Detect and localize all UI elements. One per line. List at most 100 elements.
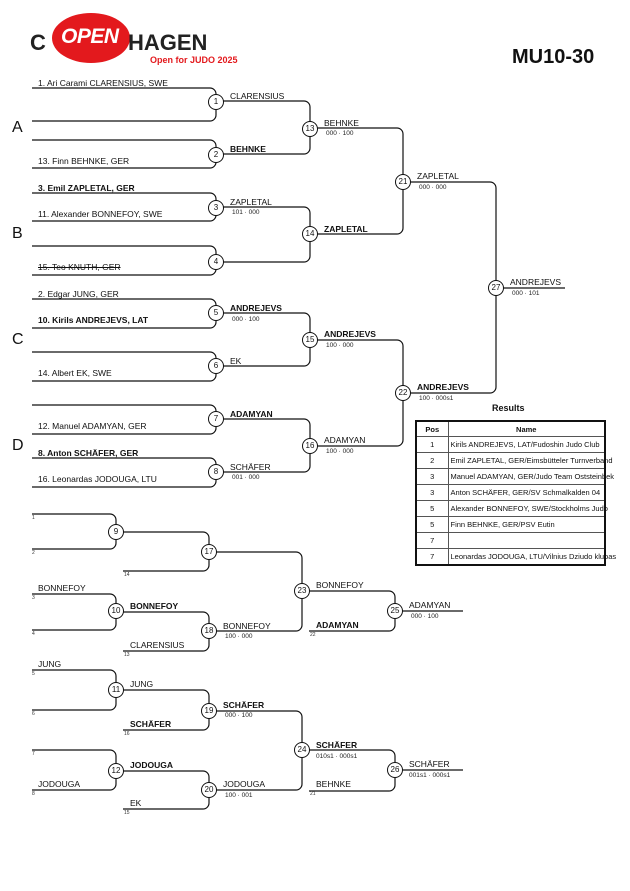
match-node: 6 xyxy=(208,358,224,374)
r10-in1: BONNEFOY xyxy=(38,583,86,593)
match-node: 9 xyxy=(108,524,124,540)
m16-score: 100 · 000 xyxy=(326,448,354,455)
r26-winner: SCHÄFER xyxy=(409,759,450,769)
match-node: 12 xyxy=(108,763,124,779)
r24-in2: BEHNKE xyxy=(316,779,351,789)
r11-winner: JUNG xyxy=(130,679,154,689)
match-node: 1 xyxy=(208,94,224,110)
results-name xyxy=(447,532,606,549)
r18-winner: BONNEFOY xyxy=(223,621,271,631)
r20-winner: JODOUGA xyxy=(223,779,266,789)
rep-slot-label: 16 xyxy=(124,731,130,737)
match-node: 17 xyxy=(201,544,217,560)
m8-score: 001 · 000 xyxy=(232,474,260,481)
rep-slot-label: 21 xyxy=(310,791,316,797)
m21-score: 000 · 000 xyxy=(419,184,447,191)
pool-label-a: A xyxy=(12,119,23,136)
m27-score: 000 · 101 xyxy=(512,290,540,297)
results-pos: 1 xyxy=(415,436,449,453)
r25-score: 000 · 100 xyxy=(411,613,439,620)
entry-behnke: 13. Finn BEHNKE, GER xyxy=(38,156,130,166)
m15-score: 100 · 000 xyxy=(326,342,354,349)
m5-winner: ANDREJEVS xyxy=(230,303,282,313)
m2-winner: BEHNKE xyxy=(230,144,266,154)
category-title: MU10-30 xyxy=(512,46,595,68)
results-pos: 3 xyxy=(415,468,449,485)
entry-zapletal: 3. Emil ZAPLETAL, GER xyxy=(38,183,135,193)
table-row: 7 xyxy=(415,532,606,549)
m7-winner: ADAMYAN xyxy=(230,409,273,419)
results-name: Manuel ADAMYAN, GER/Judo Team Oststeinbe… xyxy=(447,468,614,485)
logo-red-circle xyxy=(52,13,130,63)
entry-jodouga: 16. Leonardas JODOUGA, LTU xyxy=(38,474,157,484)
match-node: 2 xyxy=(208,147,224,163)
results-pos: 2 xyxy=(415,452,449,469)
match-node: 20 xyxy=(201,782,217,798)
results-name: Anton SCHÄFER, GER/SV Schmalkalden 04 xyxy=(447,484,606,501)
logo-subtitle: Open for JUDO 2025 xyxy=(150,55,238,65)
r23-in1: BONNEFOY xyxy=(316,580,364,590)
match-node: 4 xyxy=(208,254,224,270)
rep-slot-label: 15 xyxy=(124,810,130,816)
r23-winner: ADAMYAN xyxy=(316,620,359,630)
results-header-pos: Pos xyxy=(415,420,449,437)
m21-winner: ZAPLETAL xyxy=(417,171,459,181)
rep-slot-label: 7 xyxy=(32,751,35,757)
r18-in2: CLARENSIUS xyxy=(130,640,185,650)
entry-clarensius: 1. Ari Carami CLARENSIUS, SWE xyxy=(38,78,168,88)
results-title: Results xyxy=(492,403,525,413)
r10-winner: BONNEFOY xyxy=(130,601,179,611)
r19-in2: SCHÄFER xyxy=(130,719,172,729)
r24-winner: SCHÄFER xyxy=(316,740,358,750)
logo-letter-c: C xyxy=(30,30,46,55)
m16-winner: ADAMYAN xyxy=(324,435,366,445)
match-node: 27 xyxy=(488,280,504,296)
r26-score: 001s1 · 000s1 xyxy=(409,772,451,779)
logo-open-text: OPEN xyxy=(61,25,119,48)
rep-slot-label: 8 xyxy=(32,791,35,797)
r24-score: 010s1 · 000s1 xyxy=(316,753,358,760)
rep-slot-label: 22 xyxy=(310,632,316,638)
rep-slot-label: 14 xyxy=(124,572,130,578)
results-pos: 5 xyxy=(415,500,449,517)
rep-slot-label: 1 xyxy=(32,515,35,521)
r19-score: 000 · 100 xyxy=(225,712,253,719)
results-name: Leonardas JODOUGA, LTU/Vilnius Dziudo kl… xyxy=(447,548,616,566)
m3-winner: ZAPLETAL xyxy=(230,197,272,207)
rep-slot-label: 3 xyxy=(32,595,35,601)
results-name: Finn BEHNKE, GER/PSV Eutin xyxy=(447,516,606,533)
match-node: 24 xyxy=(294,742,310,758)
results-pos: 7 xyxy=(415,532,449,549)
match-node: 21 xyxy=(395,174,411,190)
m27-winner: ANDREJEVS xyxy=(510,277,562,287)
r20-in2: EK xyxy=(130,798,142,808)
match-node: 15 xyxy=(302,332,318,348)
match-node: 19 xyxy=(201,703,217,719)
entry-adamyan: 12. Manuel ADAMYAN, GER xyxy=(38,421,147,431)
r25-winner: ADAMYAN xyxy=(409,600,451,610)
m8-winner: SCHÄFER xyxy=(230,462,271,472)
m6-winner: EK xyxy=(230,356,242,366)
match-node: 16 xyxy=(302,438,318,454)
results-pos: 7 xyxy=(415,548,449,566)
match-node: 5 xyxy=(208,305,224,321)
rep-slot-label: 4 xyxy=(32,631,35,637)
match-node: 3 xyxy=(208,200,224,216)
entry-ek: 14. Albert EK, SWE xyxy=(38,368,112,378)
entry-andrejevs: 10. Kirils ANDREJEVS, LAT xyxy=(38,315,149,325)
results-name: Alexander BONNEFOY, SWE/Stockholms Judo xyxy=(447,500,608,517)
m22-score: 100 · 000s1 xyxy=(419,395,454,402)
entry-jung: 2. Edgar JUNG, GER xyxy=(38,289,119,299)
match-node: 11 xyxy=(108,682,124,698)
r11-in1: JUNG xyxy=(38,659,62,669)
entry-schaefer: 8. Anton SCHÄFER, GER xyxy=(38,448,139,458)
r12-in2: JODOUGA xyxy=(38,779,81,789)
rep-slot-label: 6 xyxy=(32,711,35,717)
match-node: 25 xyxy=(387,603,403,619)
m13-score: 000 · 100 xyxy=(326,130,354,137)
